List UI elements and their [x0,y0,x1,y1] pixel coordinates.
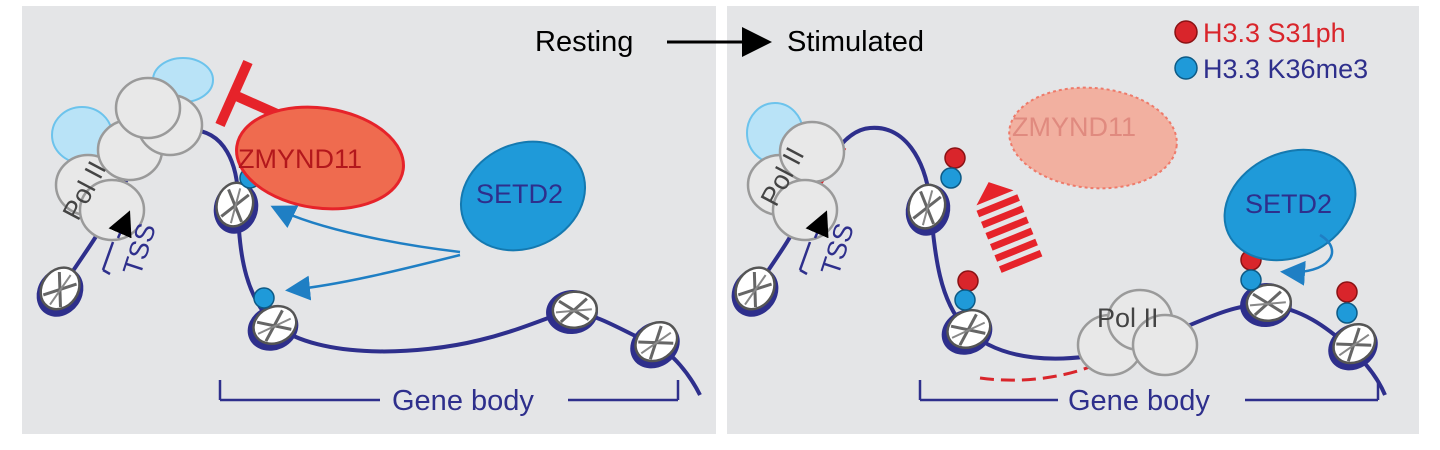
legend-k36me3-label: H3.3 K36me3 [1203,54,1368,84]
right-setd2-blob [1223,148,1357,262]
right-s31ph-mark-2 [957,270,979,292]
right-pol2-promoter-complex [746,102,846,242]
legend-blue-dot [1174,56,1198,80]
right-pol2-elongating-label: Pol II [1097,303,1159,333]
left-gene-body-bracket [218,380,680,402]
left-zmynd11-blob [235,105,405,211]
right-setd2-label: SETD2 [1245,189,1332,219]
right-s31ph-mark-1 [944,147,966,169]
legend-red-dot [1174,20,1198,44]
right-tss-arrow [805,210,829,239]
left-setd2-arrow-lower [285,253,461,301]
legend-s31ph-label: H3.3 S31ph [1203,18,1346,48]
left-setd2-blob [459,140,587,252]
right-k36me3-mark-2 [954,289,976,311]
left-setd2-arrow-upper [270,205,461,254]
right-gene-body-bracket [918,380,1380,402]
right-gene-body-label: Gene body [1068,385,1210,417]
right-zmynd11-label: ZMYND11 [1012,112,1136,142]
stimulated-label: Stimulated [787,26,924,58]
left-k36me3-mark-2 [253,287,275,309]
legend: H3.3 S31ph H3.3 K36me3 [1174,18,1368,84]
right-tss-bracket [798,241,812,276]
left-pol2-complex [51,57,214,242]
left-zmynd11-label: ZMYND11 [238,144,362,174]
left-gene-body-label: Gene body [392,385,534,417]
right-k36me3-mark-3 [1240,269,1262,291]
right-k36me3-mark-4 [1336,302,1358,324]
right-s31ph-mark-4 [1336,281,1358,303]
left-tss-bracket [101,241,115,276]
left-tss-arrow [108,210,132,239]
right-zmynd11-blob-faded [1008,86,1178,190]
resting-label: Resting [535,26,633,58]
right-k36me3-mark-1 [940,167,962,189]
right-eviction-arrow [976,182,1043,273]
left-setd2-label: SETD2 [476,179,563,209]
right-setd2-arrow [1280,233,1334,286]
